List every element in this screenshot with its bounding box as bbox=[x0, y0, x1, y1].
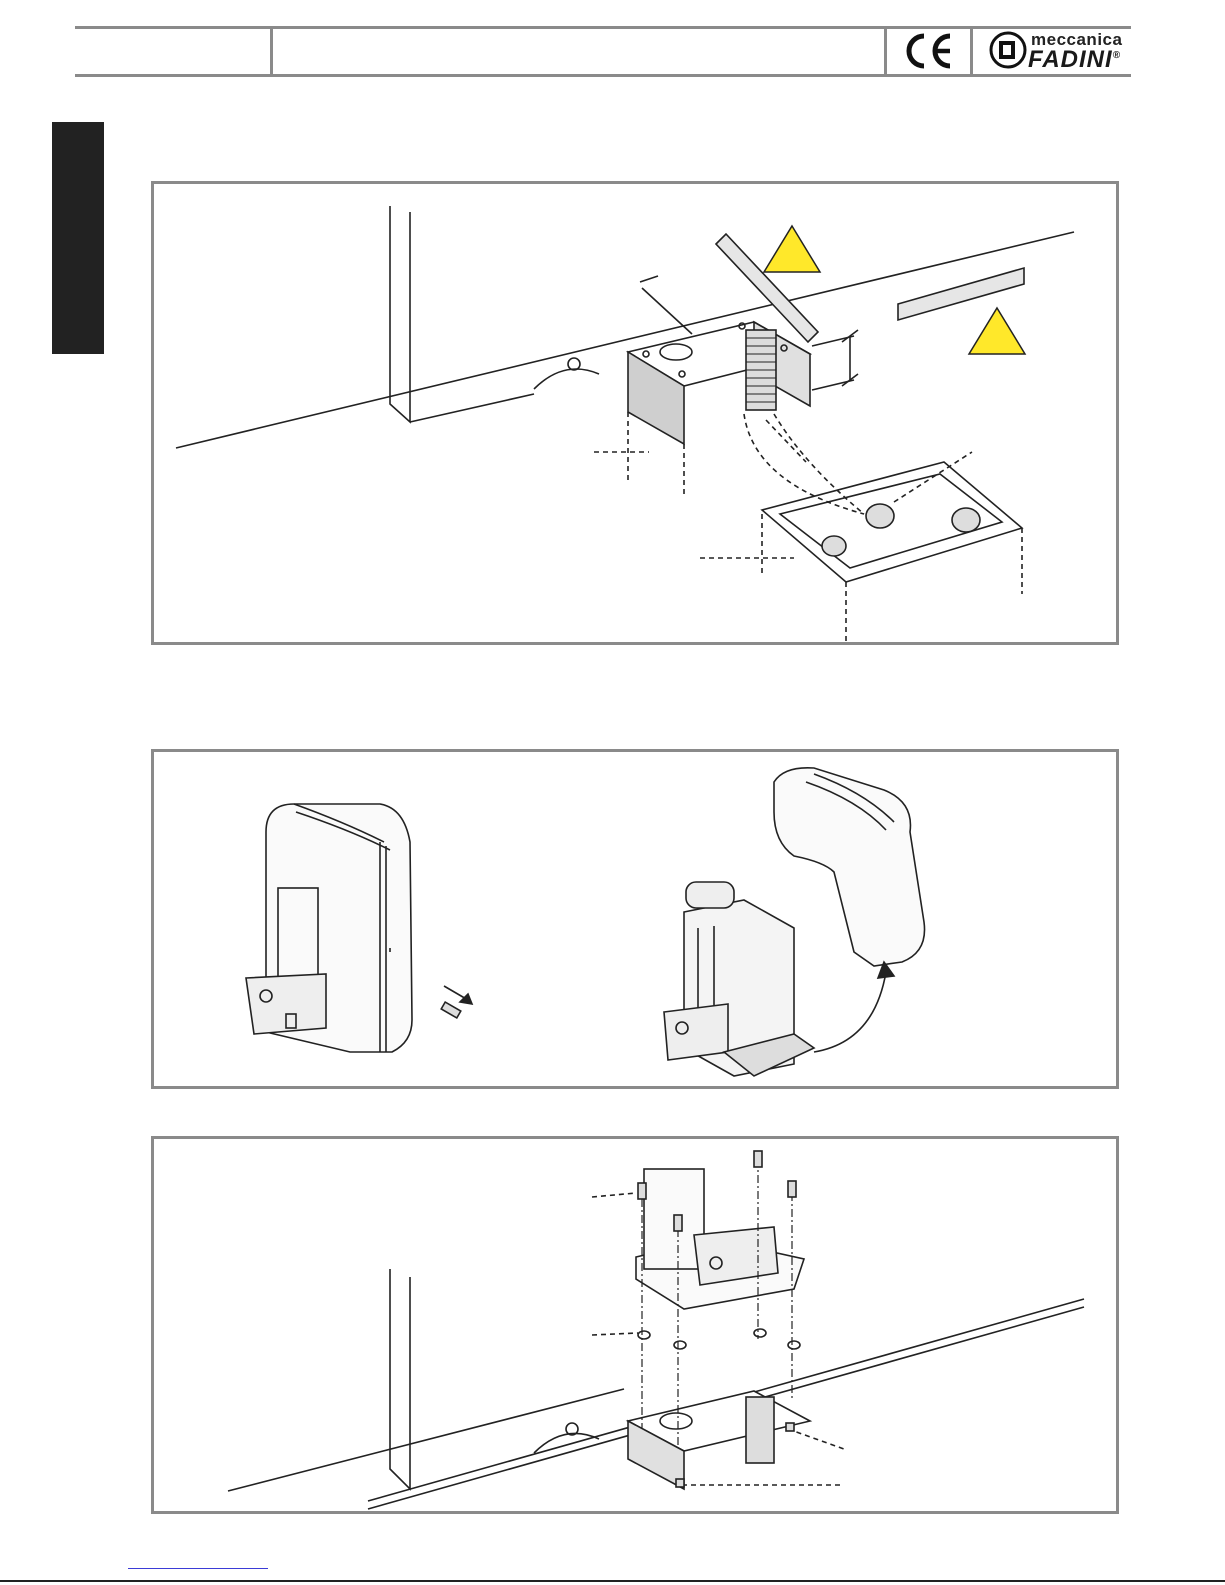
brand-logo bbox=[988, 30, 1028, 70]
header-separator bbox=[970, 26, 973, 77]
screw-icon bbox=[441, 1002, 461, 1018]
washer-icon bbox=[638, 1329, 800, 1349]
header-separator bbox=[884, 26, 887, 77]
footer-rule bbox=[0, 1580, 1225, 1582]
arrow-icon bbox=[444, 986, 472, 1004]
figure-operator-fixing bbox=[151, 1136, 1119, 1514]
footer-link[interactable] bbox=[128, 1568, 268, 1569]
header-separator bbox=[270, 26, 273, 77]
warning-triangle-icon bbox=[764, 226, 820, 272]
warning-triangle-icon bbox=[969, 308, 1025, 354]
ce-mark: CE bbox=[900, 30, 960, 72]
base-plate-leveling-drawing bbox=[154, 184, 1116, 642]
brand-name-main: FADINI® bbox=[1028, 46, 1121, 74]
figure-base-plate-leveling bbox=[151, 181, 1119, 645]
operator-fixing-drawing bbox=[154, 1139, 1116, 1511]
cover-removal-drawing bbox=[154, 752, 1116, 1086]
figure-cover-removal bbox=[151, 749, 1119, 1089]
side-language-tab bbox=[52, 122, 104, 354]
